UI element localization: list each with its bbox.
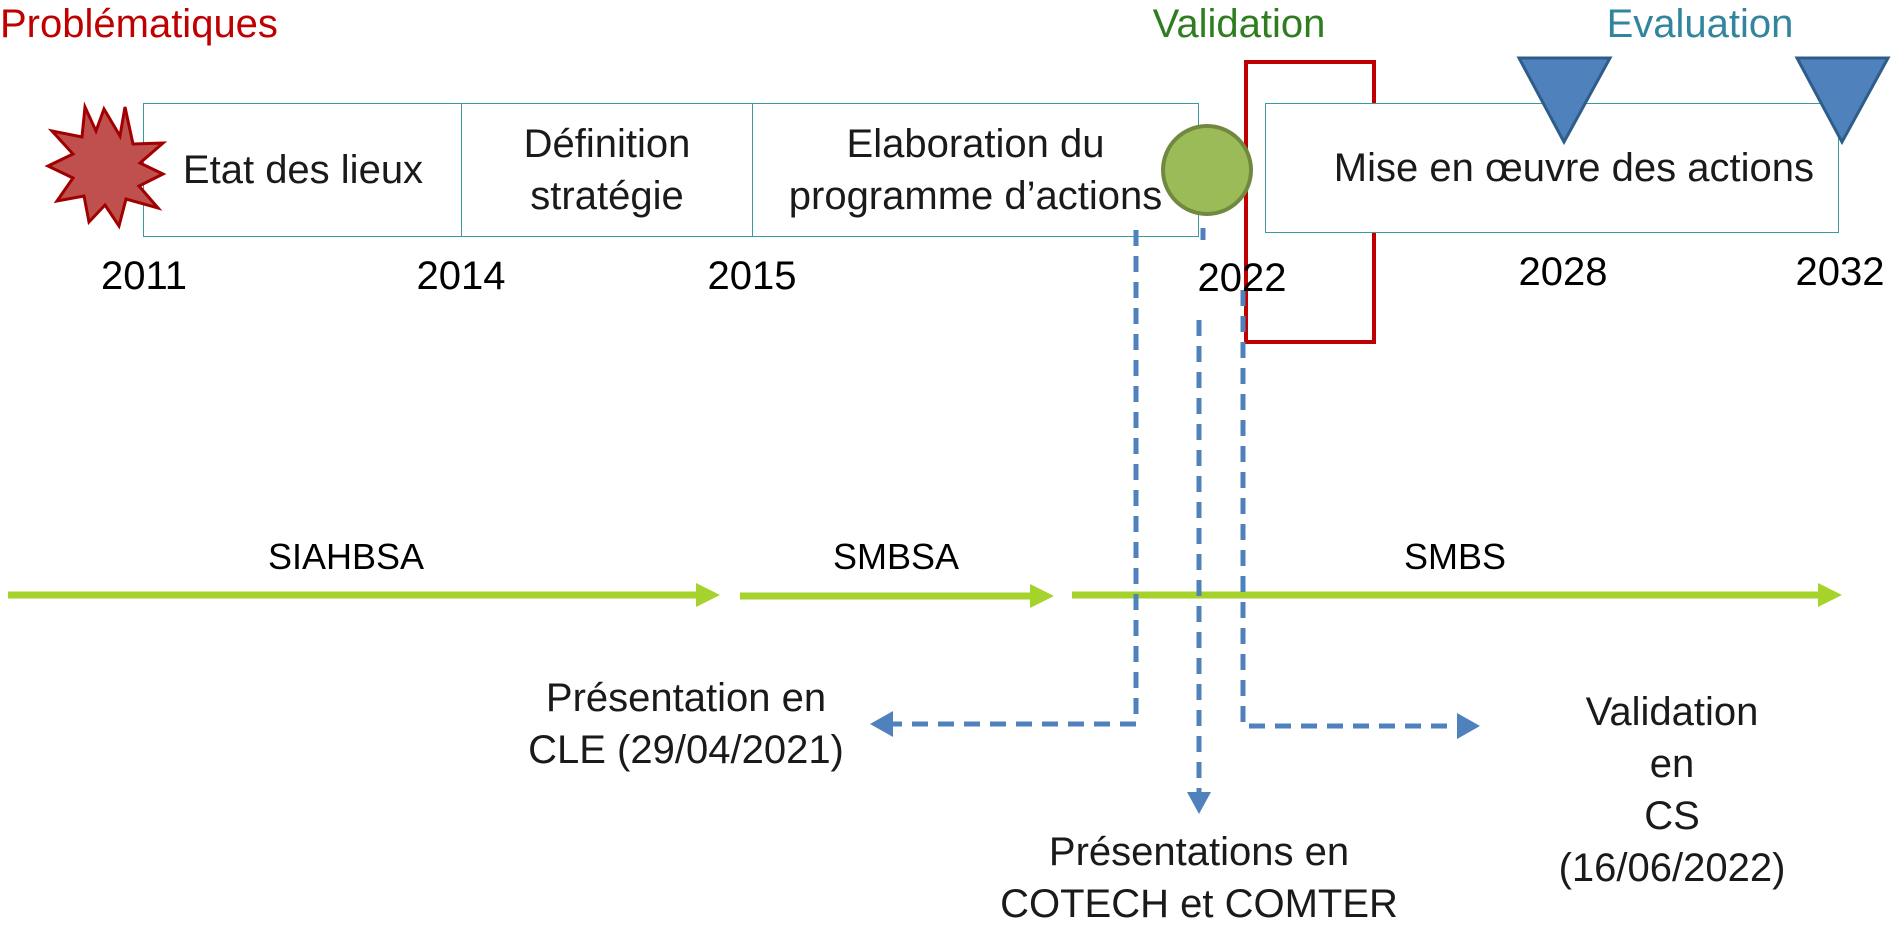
- phase-definition-strategie: Définition stratégie: [461, 103, 753, 237]
- triangle-down-icon: [1794, 56, 1891, 146]
- event-presentations-cotech: Présentations en COTECH et COMTER: [1000, 830, 1398, 926]
- structure-label-smbs: SMBS: [1403, 536, 1507, 577]
- year-label: 2022: [1197, 256, 1287, 300]
- heading-evaluation: Evaluation: [1606, 2, 1794, 46]
- arrowhead-smbsa: [1030, 584, 1054, 608]
- phase-label-mise-en-oeuvre: Mise en œuvre des actions: [1333, 146, 1814, 190]
- arrowhead-siahbsa: [696, 583, 720, 607]
- year-label: 2014: [416, 254, 506, 298]
- year-label: 2028: [1518, 250, 1608, 294]
- event-validation-cs: Validation en CS (16/06/2022): [1558, 690, 1786, 890]
- phase-label-elaboration: Elaboration du programme d’actions: [788, 122, 1163, 218]
- structure-label-siahbsa: SIAHBSA: [267, 536, 425, 577]
- dashed-connectors: [892, 228, 1458, 794]
- phase-mise-en-oeuvre: Mise en œuvre des actions: [1265, 103, 1839, 233]
- event-presentation-cle: Présentation en CLE (29/04/2021): [528, 676, 844, 772]
- heading-validation: Validation: [1152, 2, 1326, 46]
- year-label: 2032: [1795, 250, 1885, 294]
- connector-cs: [1240, 290, 1458, 729]
- circle-icon: [1161, 124, 1253, 216]
- year-label: 2015: [707, 254, 797, 298]
- year-label: 2011: [100, 254, 188, 298]
- arrowhead-cotech: [1187, 792, 1211, 814]
- arrowhead-cs: [1457, 713, 1480, 739]
- phase-etat-des-lieux: Etat des lieux: [143, 103, 463, 237]
- arrowhead-smbs: [1818, 583, 1842, 607]
- phase-label-definition: Définition stratégie: [523, 122, 691, 218]
- triangle-down-icon: [1516, 56, 1613, 146]
- phase-elaboration-programme: Elaboration du programme d’actions: [752, 103, 1199, 237]
- starburst-icon: [44, 101, 168, 230]
- structure-label-smbsa: SMBSA: [832, 536, 960, 577]
- connector-cle: [892, 230, 1139, 727]
- heading-problematiques: Problématiques: [0, 2, 278, 46]
- arrowhead-cle: [870, 711, 893, 737]
- phase-label-etat-des-lieux: Etat des lieux: [182, 148, 424, 192]
